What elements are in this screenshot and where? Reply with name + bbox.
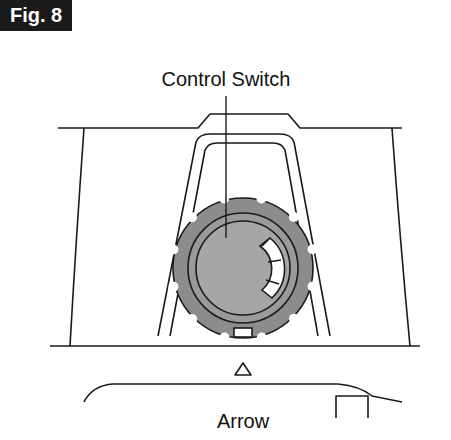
leader-line (225, 96, 226, 238)
knob-notch (220, 333, 230, 343)
housing-top (58, 114, 402, 128)
knob-notch (168, 245, 178, 255)
knob-notch (289, 314, 299, 324)
knob-ring (188, 213, 298, 323)
knob-window (260, 238, 285, 298)
recess-outer (196, 134, 330, 336)
knob-notch (187, 212, 197, 222)
part-label: Arrow (217, 410, 269, 433)
housing-left (70, 128, 84, 346)
knob-notch (308, 282, 318, 292)
knob-notch (257, 193, 267, 203)
knob-notch (219, 194, 229, 204)
housing-right (392, 128, 410, 346)
figure-title: Fig. 8 (0, 0, 72, 31)
knob-notch (289, 212, 299, 222)
knob-face (196, 221, 290, 315)
housing-seam (50, 345, 420, 347)
knob-notch (187, 314, 197, 324)
housing-bottom (84, 384, 402, 402)
knob-notch (169, 282, 179, 292)
knob-window-bars (262, 238, 281, 284)
knob-tab (234, 328, 252, 337)
arrow-mark (235, 363, 251, 375)
knob-notch (257, 333, 267, 343)
knob-grip (173, 198, 313, 338)
part-label: Control Switch (162, 68, 291, 91)
knob-notch (308, 244, 318, 254)
port (336, 396, 368, 418)
